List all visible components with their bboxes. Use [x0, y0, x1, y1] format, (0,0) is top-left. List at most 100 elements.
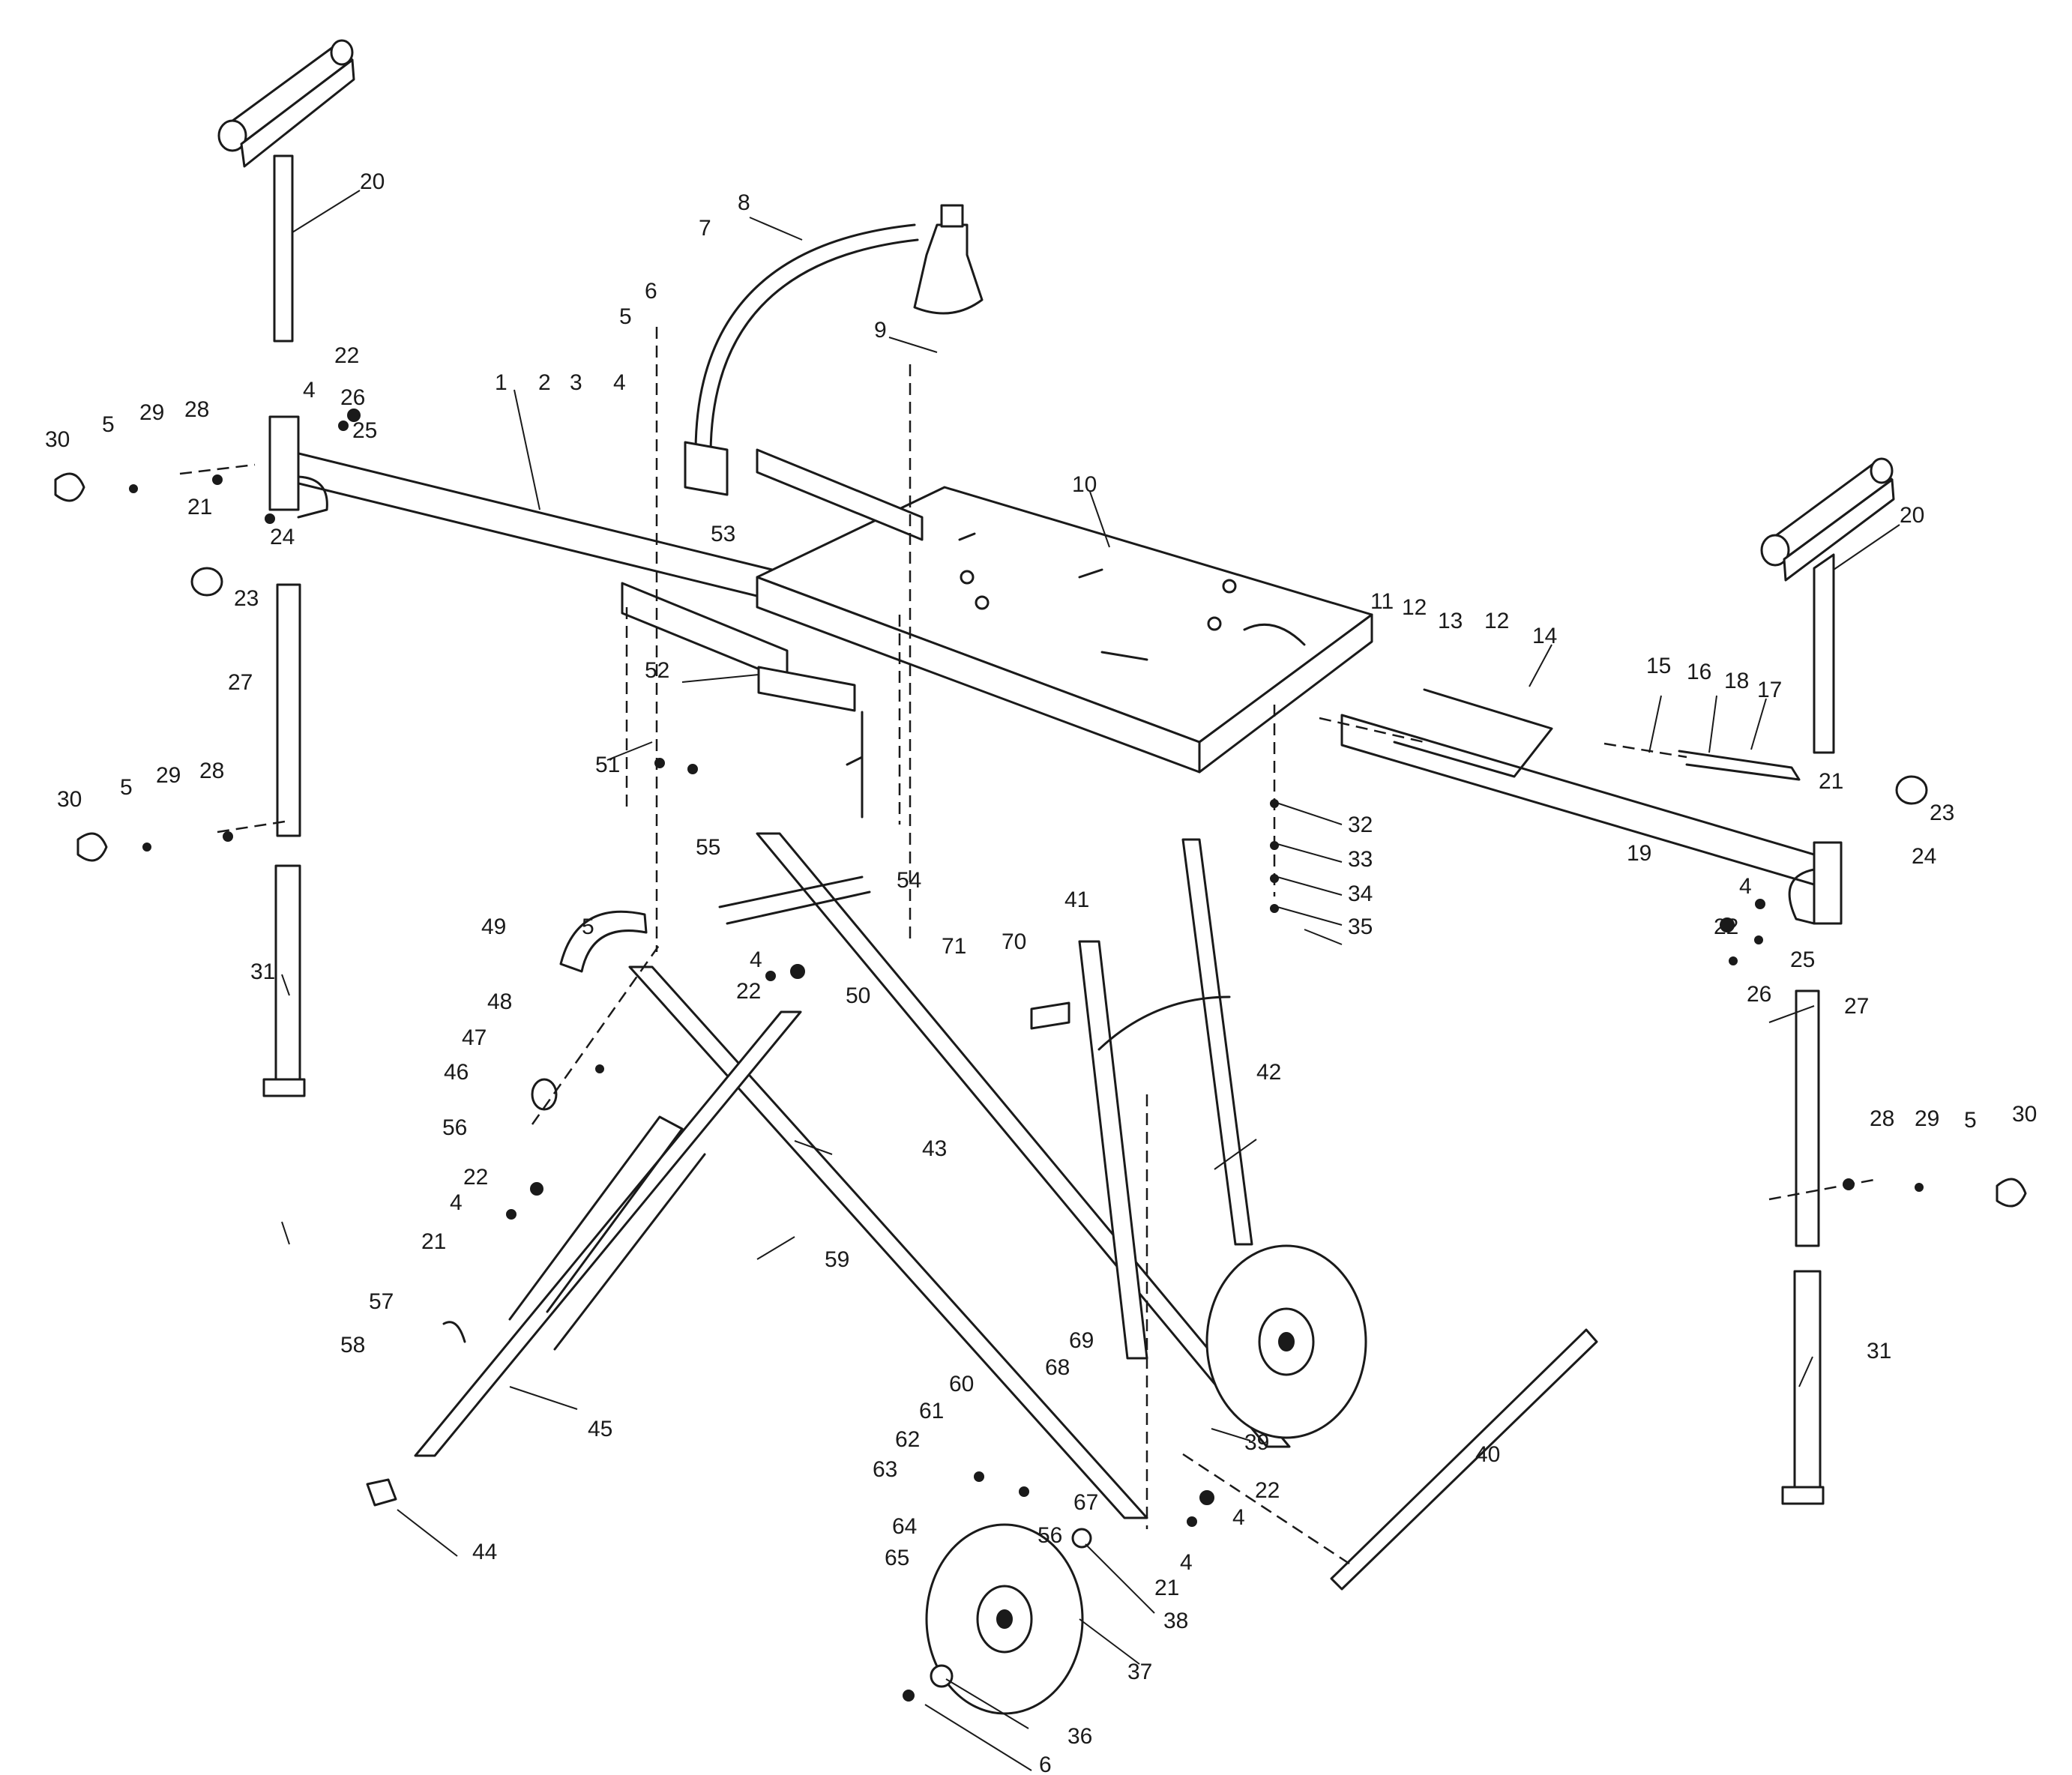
- callout-51: 51: [595, 753, 620, 777]
- callout-63: 63: [873, 1457, 897, 1482]
- callout-31-left: 31: [250, 959, 275, 984]
- callout-12a: 12: [1402, 595, 1427, 620]
- callout-29-left-bottom: 29: [156, 763, 181, 788]
- callout-10: 10: [1072, 472, 1097, 497]
- clip-57: [442, 1321, 466, 1343]
- callout-30-left-bottom: 30: [57, 787, 82, 812]
- callout-19: 19: [1627, 841, 1651, 866]
- callout-21-right: 21: [1819, 769, 1843, 794]
- callout-54: 54: [897, 868, 921, 893]
- bracket-55: [718, 876, 871, 925]
- washer-36: [930, 1664, 954, 1688]
- leg-lower-right: [1781, 1270, 1825, 1505]
- hardware-dots: [129, 409, 1924, 1702]
- callout-28-left-top: 28: [184, 397, 209, 422]
- callout-70: 70: [1002, 929, 1026, 954]
- table-top: [756, 486, 1373, 774]
- callout-22-left-mid: 22: [463, 1165, 488, 1190]
- callout-12b: 12: [1484, 609, 1509, 633]
- callout-21-left-mid: 21: [421, 1229, 446, 1254]
- callout-35: 35: [1348, 914, 1373, 939]
- callout-3: 3: [570, 370, 582, 395]
- callout-4-left-top: 4: [303, 378, 316, 403]
- bracket-52: [757, 666, 856, 712]
- callout-26-right: 26: [1747, 982, 1771, 1007]
- bar-40: [1330, 1328, 1598, 1591]
- callout-55: 55: [696, 835, 720, 860]
- table-rail-left: [621, 448, 924, 682]
- callout-44: 44: [472, 1540, 497, 1564]
- callout-14: 14: [1532, 624, 1557, 648]
- callout-62: 62: [895, 1427, 920, 1452]
- callout-37: 37: [1127, 1660, 1152, 1684]
- callout-5-top: 5: [619, 304, 632, 329]
- callout-27-right: 27: [1844, 994, 1869, 1019]
- callout-21-left: 21: [187, 495, 212, 519]
- callout-20-right: 20: [1900, 503, 1924, 528]
- knob-left-bottom: [76, 832, 108, 862]
- callout-41: 41: [1064, 888, 1089, 912]
- callout-67: 67: [1073, 1490, 1098, 1515]
- callout-9: 9: [874, 318, 887, 343]
- callout-61: 61: [919, 1399, 944, 1423]
- callout-8: 8: [738, 190, 750, 215]
- callout-21-bottom: 21: [1154, 1576, 1179, 1600]
- grip-49: [559, 910, 648, 973]
- callout-43: 43: [922, 1136, 947, 1161]
- callout-1: 1: [495, 370, 508, 395]
- callout-30-right: 30: [2012, 1102, 2037, 1127]
- roller-support-right: [1760, 457, 1895, 754]
- callout-4-right: 4: [1739, 874, 1752, 899]
- frame-x: [414, 832, 1291, 1519]
- callout-28-left-bottom: 28: [199, 759, 224, 783]
- callout-4-bottom-b: 4: [1180, 1550, 1193, 1575]
- callout-16: 16: [1687, 660, 1711, 684]
- extension-arm-right: [1340, 714, 1843, 925]
- callout-34: 34: [1348, 882, 1373, 906]
- callout-27-left: 27: [228, 670, 253, 695]
- leader-lines: [281, 190, 1900, 1771]
- callout-28-right: 28: [1870, 1106, 1894, 1131]
- roller-support-left: [217, 39, 355, 343]
- callout-30-left-top: 30: [45, 427, 70, 452]
- callout-26-left: 26: [340, 385, 365, 410]
- callout-46: 46: [444, 1060, 469, 1085]
- callout-68: 68: [1045, 1355, 1070, 1380]
- callout-15: 15: [1646, 654, 1671, 678]
- callout-23-right: 23: [1930, 801, 1954, 825]
- callout-6-top: 6: [645, 279, 657, 304]
- callout-2: 2: [538, 370, 551, 395]
- power-cord: [846, 711, 864, 819]
- callout-11: 11: [1370, 589, 1394, 614]
- callout-45: 45: [588, 1417, 612, 1441]
- callout-33: 33: [1348, 847, 1373, 872]
- handle: [1393, 688, 1553, 778]
- callout-50: 50: [846, 983, 870, 1008]
- callout-6-bottom: 6: [1039, 1753, 1052, 1775]
- knob-23-left: [190, 567, 223, 597]
- callout-58: 58: [340, 1333, 365, 1357]
- callout-52: 52: [645, 658, 669, 683]
- callout-48: 48: [487, 989, 512, 1014]
- callout-4-top: 4: [613, 370, 626, 395]
- callout-13: 13: [1438, 609, 1463, 633]
- callout-4-center: 4: [750, 947, 762, 972]
- callout-31-right: 31: [1867, 1339, 1891, 1363]
- callout-22-center: 22: [736, 979, 761, 1004]
- callout-4-bottom-a: 4: [1232, 1505, 1245, 1530]
- caster-46: [531, 1078, 558, 1111]
- wheel-front: [925, 1523, 1084, 1715]
- callout-25-left: 25: [352, 418, 377, 443]
- knob-left-top: [54, 472, 85, 502]
- callout-47: 47: [462, 1025, 487, 1050]
- callout-4-left-mid: 4: [450, 1190, 463, 1215]
- callout-64: 64: [892, 1514, 917, 1539]
- callout-5-left-bottom: 5: [120, 775, 133, 800]
- callout-32: 32: [1348, 813, 1373, 837]
- foot-cap-44: [366, 1478, 397, 1507]
- callout-20-left: 20: [360, 169, 385, 194]
- work-lamp: [684, 204, 984, 496]
- callout-36: 36: [1067, 1724, 1092, 1749]
